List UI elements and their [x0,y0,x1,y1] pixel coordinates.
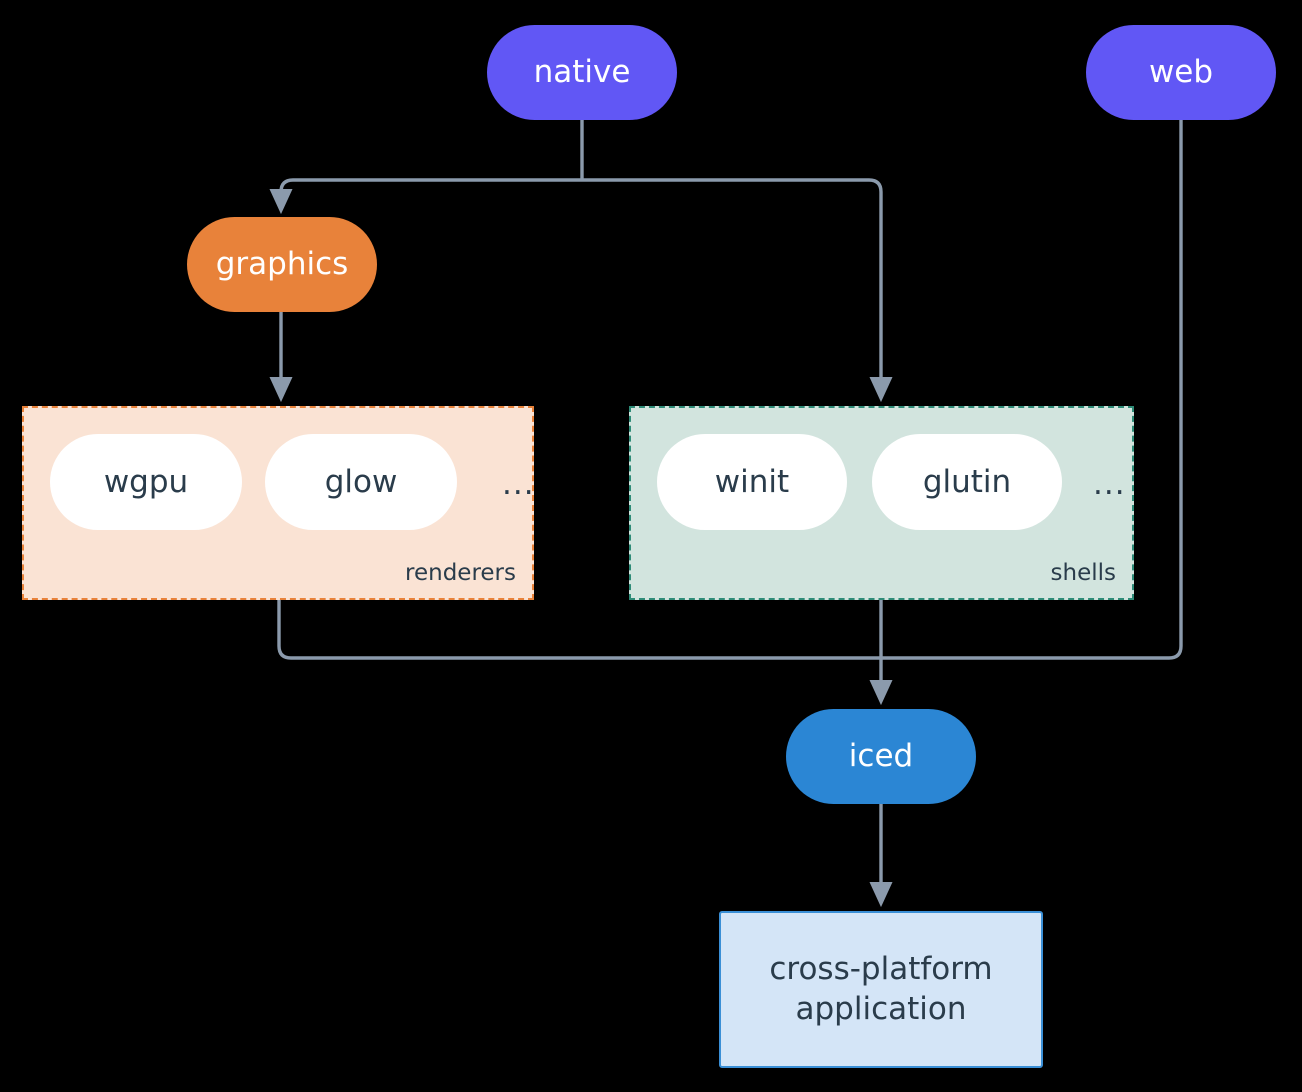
node-winit-label: winit [714,464,790,500]
cluster-shells-label: shells [1050,560,1116,586]
node-glutin[interactable]: glutin [872,434,1062,530]
edge-native-to-graphics [269,178,582,215]
node-web[interactable]: web [1086,25,1276,120]
shells-ellipsis: ... [1093,466,1126,502]
node-application-label-line2: application [795,990,967,1027]
node-iced-label: iced [848,737,914,774]
edge-native-to-shells [582,178,893,403]
renderers-ellipsis: ... [502,466,535,502]
node-native[interactable]: native [487,25,677,120]
node-glow-label: glow [324,464,398,500]
edge-renderers-to-iced [277,600,881,660]
node-graphics[interactable]: graphics [187,217,377,312]
cluster-shells: winit glutin ... shells [629,406,1134,600]
node-native-label: native [533,53,631,90]
node-iced[interactable]: iced [786,709,976,804]
node-glutin-label: glutin [922,464,1012,500]
node-wgpu-label: wgpu [103,464,189,500]
node-web-label: web [1148,53,1214,90]
node-wgpu[interactable]: wgpu [50,434,242,530]
node-application[interactable]: cross-platform application [719,911,1043,1068]
node-glow[interactable]: glow [265,434,457,530]
node-application-label-line1: cross-platform [769,950,993,987]
node-graphics-label: graphics [215,245,349,282]
node-winit[interactable]: winit [657,434,847,530]
cluster-renderers-label: renderers [405,560,516,586]
cluster-renderers: wgpu glow ... renderers [22,406,534,600]
